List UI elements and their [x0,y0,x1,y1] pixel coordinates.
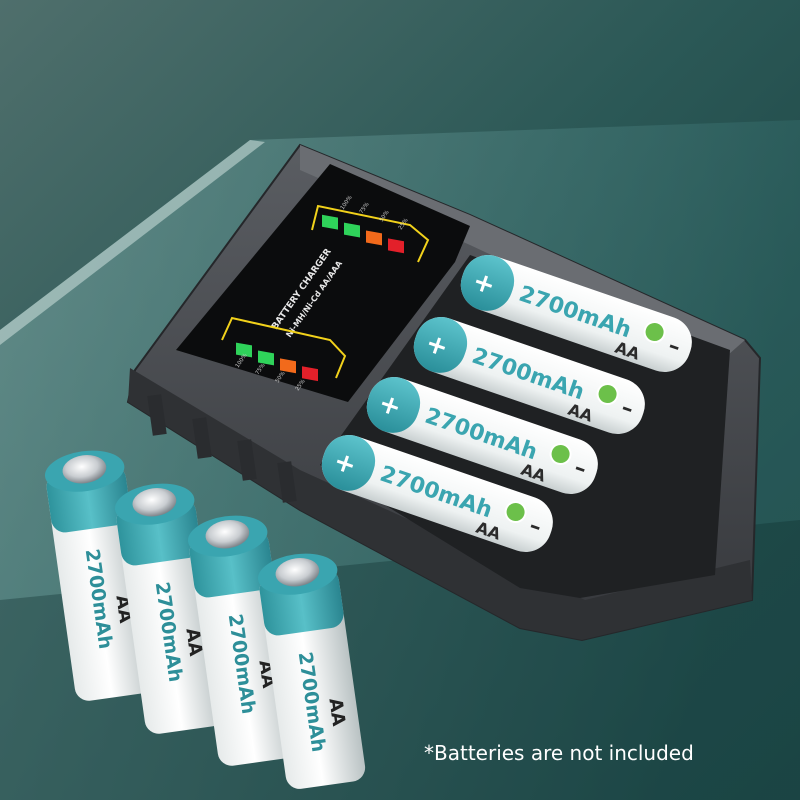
charger-ribs [147,394,297,503]
led-upper-1 [322,214,338,230]
led-lower-2 [258,350,274,366]
led-upper-label-4: 25% [398,218,410,231]
led-upper-2 [344,222,360,238]
slot-4-eco-icon [504,501,527,524]
led-lower-label-3: 50% [275,371,287,384]
standing-battery-3: 2700mAh AA [187,515,298,766]
slot-1-eco-icon [643,321,666,344]
led-group-upper: 100% 75% 50% 25% [311,195,430,263]
slot-battery-3: + 2700mAh AA – [366,377,598,495]
led-upper-4 [388,238,404,254]
charger-front-face [128,368,752,640]
led-group-lower: 100% 75% 50% 25% [221,316,347,392]
led-upper-label-2: 75% [359,202,371,215]
charging-slots: + 2700mAh AA – + 2700mAh AA – + 2700mAh … [321,255,692,553]
standing-batteries: 2700mAh AA 2700mAh AA 2700mAh AA 2700mAh… [44,450,366,789]
led-lower-4 [302,366,318,382]
slot-2-eco-icon [596,383,619,406]
display-panel: BATTERY CHARGER Ni-MH/Ni-Cd AA/AAA 100% … [176,164,470,402]
standing-battery-4: 2700mAh AA [257,553,366,789]
slot-battery-4: + 2700mAh AA – [321,435,553,553]
led-upper-3 [366,230,382,246]
disclaimer-text: *Batteries are not included [424,741,694,765]
led-lower-1 [236,342,252,358]
led-bracket-upper [311,204,430,263]
led-lower-label-2: 75% [255,363,267,376]
led-lower-3 [280,358,296,374]
led-upper-label-3: 50% [379,210,391,223]
display-glass [176,164,470,402]
slot-battery-2: + 2700mAh AA – [413,317,645,435]
slot-3-eco-icon [549,443,572,466]
led-lower-label-4: 25% [295,379,307,392]
led-bracket-lower [221,316,347,379]
standing-4-size: AA [324,697,349,728]
shelf-edge [0,140,265,345]
